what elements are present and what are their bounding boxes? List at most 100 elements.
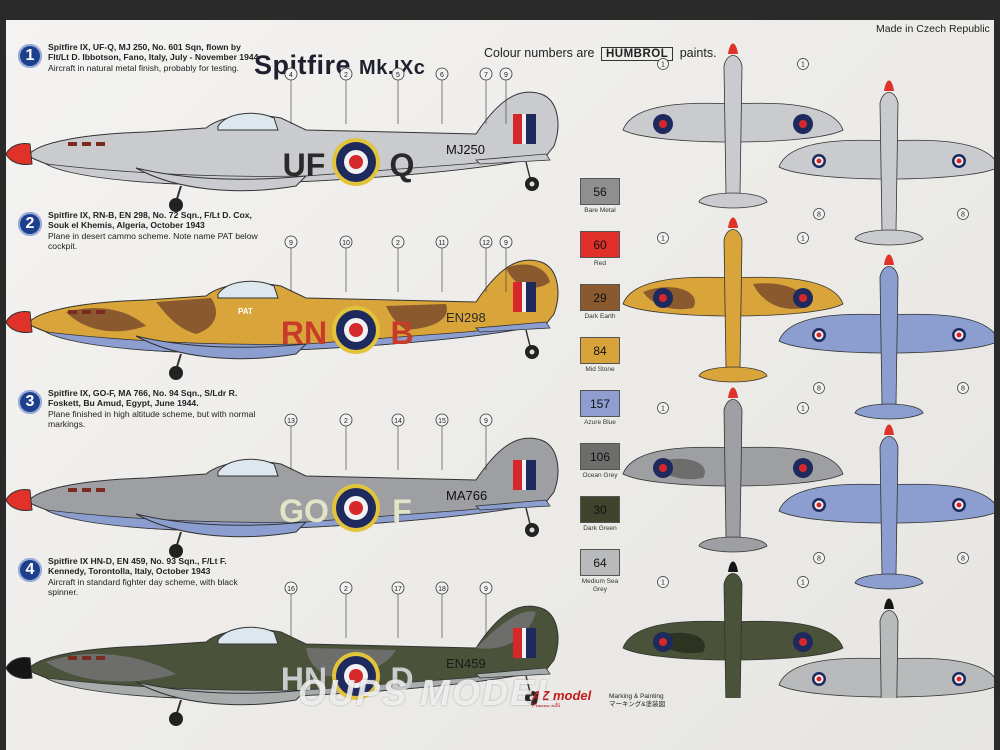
paint-name: Ocean Grey (582, 472, 618, 479)
plan-roundel-red (816, 332, 822, 338)
roundel-red (349, 501, 363, 515)
fin-flash-white (522, 114, 526, 144)
scheme-note: Aircraft in natural metal finish, probab… (48, 62, 240, 73)
tail-gear-leg (525, 161, 531, 179)
callout-number: 2 (396, 240, 400, 247)
callout-circle (339, 413, 353, 427)
fin-flash-white (522, 282, 526, 312)
wing-root (135, 513, 308, 538)
tail-gear-leg (525, 507, 531, 525)
wing-root (135, 167, 308, 192)
exhaust-stack (82, 142, 91, 146)
tail-wheel-hub (529, 695, 535, 701)
canopy (217, 112, 279, 131)
main-wheel (169, 712, 183, 726)
plan-roundel-red (816, 676, 822, 682)
plan-fuselage (723, 55, 743, 195)
main-wheel (169, 198, 183, 212)
scheme-note: Plane in desert cammo scheme. Note name … (48, 230, 258, 251)
callout-number: 7 (484, 72, 488, 79)
callout-circle (479, 581, 493, 595)
code-left: HN (281, 661, 327, 697)
exhaust-stack (68, 656, 77, 660)
tailplane (475, 667, 551, 679)
credit-text: Marking & Painting マーキング&塗装図 (609, 693, 665, 709)
plan-roundel-red (659, 120, 667, 128)
canopy (217, 626, 279, 645)
paint-name: Mid Stone (585, 366, 615, 373)
callout-number: 18 (438, 586, 446, 593)
plan-bottom-view-1 (778, 80, 994, 246)
paint-swatch-29: 29 (580, 284, 620, 311)
paint-swatch-60: 60 (580, 231, 620, 258)
scheme-heading: Spitfire IX HN-D, EN 459, No. 93 Sqn., F… (48, 556, 227, 577)
camo-patch (46, 653, 176, 682)
code-right: D (390, 661, 413, 697)
credit-line-1: Marking & Painting (609, 693, 664, 700)
plan-tailplane (854, 573, 924, 590)
fin-flash-red (513, 282, 522, 312)
callout-circle (391, 67, 405, 81)
paint-name: Bare Metal (584, 207, 616, 214)
plan-spinner (728, 43, 738, 54)
plan-views: 1188118811881188 (622, 43, 994, 698)
callout-number: 9 (484, 418, 488, 425)
canopy (217, 458, 279, 477)
plan-callout-circle (813, 552, 825, 564)
paint-name: Dark Green (583, 525, 617, 532)
plan-callout-circle (797, 576, 809, 588)
plan-callout-circle (657, 402, 669, 414)
exhaust-stack (82, 488, 91, 492)
paint-swatch-106: 106 (580, 443, 620, 470)
fin-flash-red (513, 460, 522, 490)
plan-bottom-view-3 (778, 424, 994, 590)
plan-roundel-red (816, 502, 822, 508)
code-right: F (392, 493, 412, 529)
code-left: UF (283, 147, 326, 183)
scheme-heading: Spitfire IX, GO-F, MA 766, No. 94 Sqn., … (48, 388, 238, 409)
callout-number: 16 (287, 586, 295, 593)
callout-number: 2 (344, 72, 348, 79)
scheme-description-2: Spitfire IX, RN-B, EN 298, No. 72 Sqn., … (48, 210, 260, 251)
plan-bottom-view-2 (778, 254, 994, 420)
plan-spinner (884, 424, 894, 435)
spinner (6, 489, 33, 511)
callout-number: 17 (394, 586, 402, 593)
paint-name: Azure Blue (584, 419, 616, 426)
paint-name: Medium Sea Grey (581, 578, 619, 593)
plan-callout-number: 8 (817, 212, 821, 219)
scheme-description-4: Spitfire IX HN-D, EN 459, No. 93 Sqn., F… (48, 556, 260, 597)
tailplane (475, 321, 551, 333)
plan-tailplane (854, 229, 924, 246)
title-variant: Mk.IXc (359, 57, 426, 79)
exhaust-stack (96, 488, 105, 492)
plan-callout-circle (797, 58, 809, 70)
plan-top-view-2 (622, 217, 844, 383)
name-art: PAT (238, 307, 253, 316)
callout-number: 11 (438, 240, 445, 247)
origin-text: Made in Czech Republic (876, 23, 990, 35)
canopy (217, 280, 279, 299)
fin-flash-blue (526, 282, 536, 312)
roundel-red (349, 323, 363, 337)
exhaust-stack (68, 310, 77, 314)
scheme-note: Plane finished in high altitude scheme, … (48, 408, 256, 429)
plan-fuselage (879, 92, 899, 232)
plan-callout-number: 8 (817, 386, 821, 393)
callout-circle (339, 581, 353, 595)
callout-circle (435, 67, 449, 81)
serial-number: EN459 (446, 656, 486, 671)
plan-callout-number: 1 (801, 580, 805, 587)
callout-number: 9 (289, 240, 293, 247)
humbrol-box: HUMBROL (600, 47, 674, 61)
scheme-number-3: 3 (18, 390, 42, 414)
exhaust-stack (68, 142, 77, 146)
plan-callout-number: 8 (817, 556, 821, 563)
paint-swatch-64: 64 (580, 549, 620, 576)
code-left: GO (279, 493, 329, 529)
plan-spinner (884, 254, 894, 265)
spinner (6, 657, 33, 679)
camo-patch (386, 304, 447, 330)
